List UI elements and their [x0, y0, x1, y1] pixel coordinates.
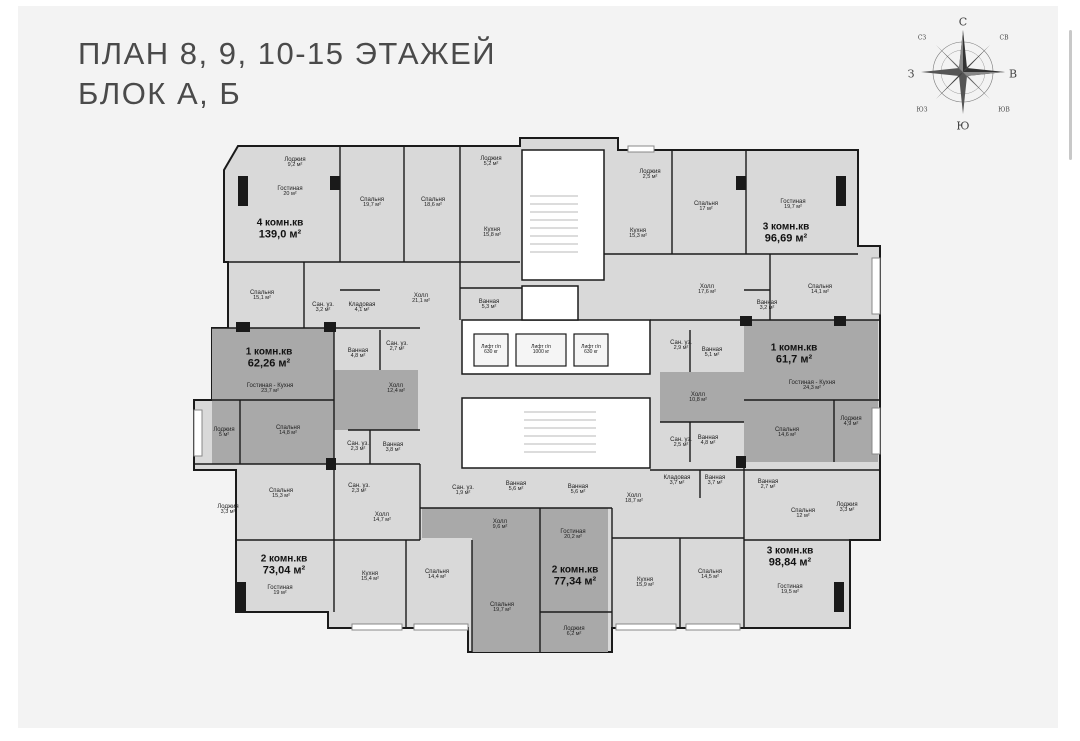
room-label: Сан. уз.3,2 м²: [312, 301, 334, 314]
interior-walls: [194, 146, 880, 652]
compass-sw: ЮЗ: [916, 106, 928, 114]
compass-ne: СВ: [999, 34, 1009, 42]
room-label: Сан. уз.2,7 м²: [386, 340, 408, 353]
lift-shafts: [473, 333, 609, 367]
compass-se: ЮВ: [998, 106, 1010, 114]
windows: [193, 145, 881, 631]
room-label: Сан. уз.2,3 м²: [347, 440, 369, 453]
compass-w: З: [907, 67, 915, 81]
room-label: Сан. уз.2,9 м²: [670, 339, 692, 352]
scrollbar[interactable]: [1069, 30, 1072, 160]
structural-columns: [236, 176, 846, 612]
room-label: Сан. уз.2,5 м²: [670, 436, 692, 449]
compass-rose: С Ю З В СЗ СВ ЮЗ ЮВ: [905, 14, 1025, 134]
room-label: Сан. уз.2,3 м²: [348, 482, 370, 495]
room-label: Сан. уз.1,9 м²: [452, 484, 474, 497]
stairs: [524, 195, 596, 453]
dark-apartment-zones: [212, 320, 878, 652]
plan-subtitle: БЛОК А, Б: [78, 76, 242, 111]
compass-nw: СЗ: [917, 34, 927, 42]
compass-s: Ю: [956, 119, 970, 133]
compass-e: В: [1008, 67, 1018, 81]
compass-n: С: [958, 15, 968, 29]
compass-star-icon: [921, 30, 1005, 114]
plan-title: ПЛАН 8, 9, 10-15 ЭТАЖЕЙ: [78, 36, 497, 71]
